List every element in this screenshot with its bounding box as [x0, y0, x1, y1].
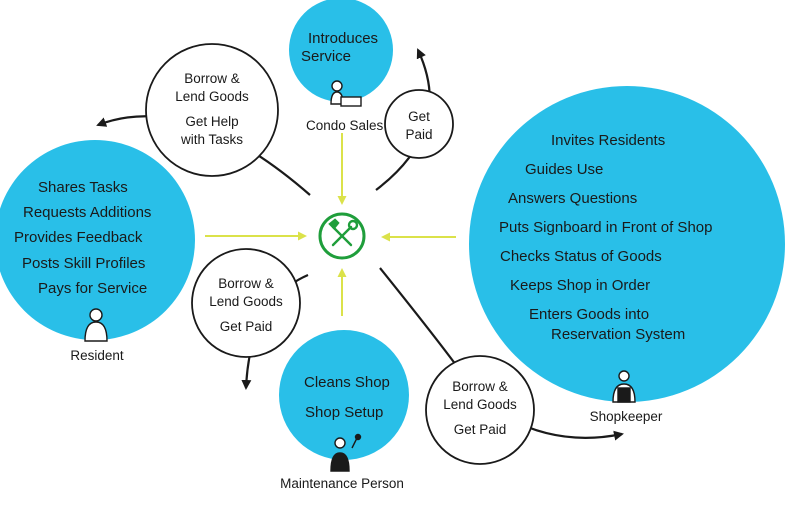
person-icon	[84, 308, 108, 342]
shopkeeper-line-4: Puts Signboard in Front of Shop	[499, 219, 713, 236]
tools-icon	[328, 218, 359, 247]
maintenance-line-2: Shop Setup	[305, 404, 384, 421]
shopkeeper-borrow-line-2: Lend Goods	[443, 397, 517, 412]
condo-line-2: Service	[301, 48, 352, 65]
person-with-apron-icon	[612, 370, 636, 403]
resident-line-3: Provides Feedback	[14, 229, 143, 246]
shopkeeper-line-5: Checks Status of Goods	[500, 248, 662, 265]
maintenance-role-label: Maintenance Person	[280, 476, 404, 491]
person-with-hello-sign-icon	[330, 80, 362, 107]
shopkeeper-borrow-line-1: Borrow &	[452, 379, 508, 394]
condo-role-label: Condo Sales	[306, 118, 384, 133]
condo-borrow-line-1: Borrow &	[184, 71, 240, 86]
shopkeeper-line-8: Reservation System	[551, 326, 686, 343]
resident-line-2: Requests Additions	[23, 204, 152, 221]
maintenance-line-1: Cleans Shop	[304, 374, 390, 391]
shopkeeper-line-3: Answers Questions	[508, 190, 638, 207]
resident-circle	[0, 140, 195, 340]
shopkeeper-role-label: Shopkeeper	[589, 409, 663, 424]
shopkeeper-borrow-bubble	[425, 355, 535, 465]
shopkeeper-borrow-line-3: Get Paid	[453, 422, 507, 437]
resident-line-1: Shares Tasks	[38, 179, 128, 196]
shopkeeper-line-6: Keeps Shop in Order	[510, 277, 651, 294]
shopkeeper-line-2: Guides Use	[525, 161, 604, 178]
resident-line-4: Posts Skill Profiles	[22, 255, 146, 272]
resident-borrow-bubble	[191, 248, 301, 358]
resident-line-5: Pays for Service	[38, 280, 148, 297]
resident-role-label: Resident	[70, 348, 124, 363]
condo-sales-circle	[289, 0, 393, 102]
condo-borrow-line-2: Lend Goods	[175, 89, 249, 104]
shopkeeper-line-7: Enters Goods into	[529, 306, 650, 323]
condo-borrow-line-4: with Tasks	[180, 132, 244, 147]
maintenance-circle	[279, 330, 409, 460]
shopkeeper-circle	[469, 86, 785, 402]
resident-borrow-line-2: Lend Goods	[209, 294, 283, 309]
condo-get-paid-bubble	[384, 89, 454, 159]
condo-paid-line-2: Paid	[405, 127, 433, 142]
resident-borrow-line-1: Borrow &	[218, 276, 274, 291]
hub	[318, 212, 366, 260]
resident-borrow-line-3: Get Paid	[219, 319, 273, 334]
condo-line-1: Introduces	[308, 30, 379, 47]
condo-paid-line-1: Get	[408, 109, 430, 124]
condo-borrow-line-3: Get Help	[185, 114, 239, 129]
person-with-wrench-icon	[330, 433, 362, 472]
condo-borrow-bubble	[145, 43, 279, 177]
shopkeeper-line-1: Invites Residents	[551, 132, 666, 149]
